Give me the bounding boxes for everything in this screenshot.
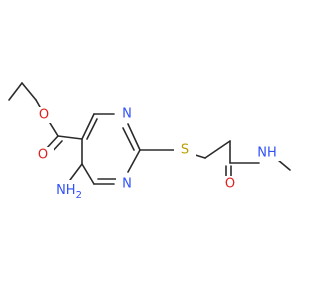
bond-s-ch2 bbox=[204, 140, 231, 159]
bond-o-carbonyl bbox=[49, 122, 59, 137]
bond-ring-1-inner bbox=[86, 118, 98, 140]
amino-label: NH2 bbox=[56, 183, 82, 201]
amino-subscript: 2 bbox=[76, 190, 82, 201]
amide-nh-label: NH bbox=[257, 146, 277, 161]
thioether-amide-linker bbox=[139, 140, 260, 178]
bond-ring-3-inner bbox=[122, 127, 135, 151]
ester-o-double-label: O bbox=[38, 148, 48, 163]
bond-o-ch2 bbox=[35, 99, 41, 108]
bond-ring-4 bbox=[127, 149, 141, 173]
bond-ethyl-ch3 bbox=[8, 82, 23, 101]
ring-n-bottom-bg bbox=[116, 176, 138, 192]
sulfur-bg bbox=[174, 142, 196, 158]
bond-carbonyl-ring bbox=[57, 135, 83, 140]
ester-o-double-bg bbox=[32, 147, 54, 163]
pyrimidine-ring bbox=[69, 113, 141, 185]
bond-ethyl-ch2 bbox=[21, 82, 37, 101]
amide-o-label: O bbox=[225, 177, 235, 192]
ring-n-top-label: N bbox=[122, 107, 132, 122]
sulfur-label: S bbox=[181, 143, 189, 158]
ethyl-ester-group bbox=[8, 82, 83, 156]
amino-bg bbox=[53, 180, 91, 200]
amide-o-bg bbox=[219, 176, 241, 192]
amide-nh-bg bbox=[252, 145, 282, 161]
bond-ring-1 bbox=[81, 113, 95, 140]
molecule-structure: O O N N NH2 S O NH bbox=[8, 82, 291, 201]
ester-o-single-label: O bbox=[39, 108, 49, 123]
bond-ring-3 bbox=[127, 123, 141, 151]
bond-ring-6 bbox=[81, 163, 95, 185]
ester-o-single-bg bbox=[33, 107, 55, 123]
atom-labels: O O N N NH2 S O NH bbox=[32, 106, 282, 201]
bond-ring-amino bbox=[69, 163, 83, 181]
amino-main: NH bbox=[56, 183, 76, 198]
ring-n-top-bg bbox=[116, 106, 138, 122]
ring-n-bottom-label: N bbox=[122, 177, 132, 192]
